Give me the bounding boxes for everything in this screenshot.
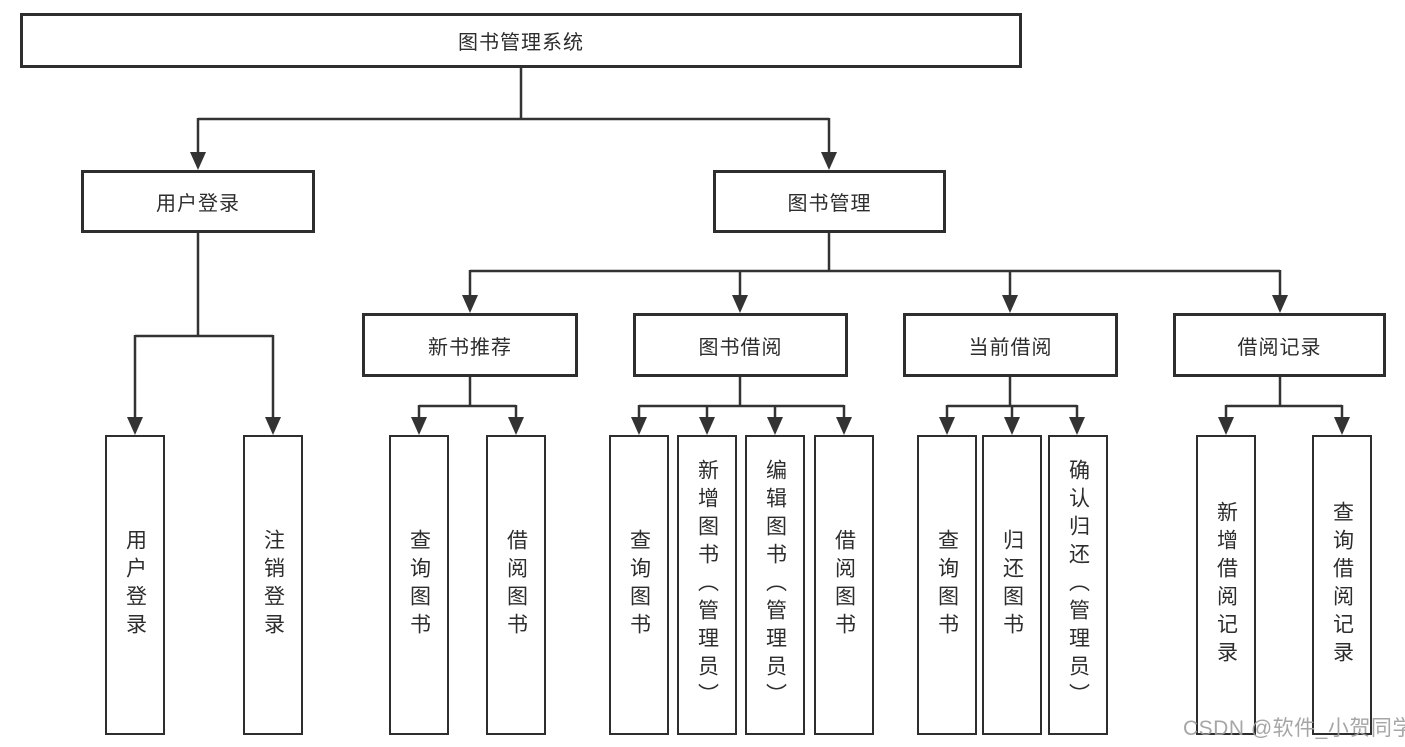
node-user-login-label: 用户登录 — [156, 193, 240, 215]
leaf-edit-books-admin: 编辑图书（管理员） — [745, 435, 805, 735]
node-new-book-recommendation: 新书推荐 — [362, 313, 578, 377]
node-current-borrowing-label: 当前借阅 — [968, 336, 1053, 359]
leaf-confirm-return-admin-label: 确认归还（管理员） — [1066, 459, 1090, 711]
root-node-book-management-system: 图书管理系统 — [20, 13, 1022, 68]
leaf-add-borrow-record-label: 新增借阅记录 — [1214, 501, 1238, 669]
leaf-query-books-recommend-label: 查询图书 — [407, 529, 431, 641]
leaf-logout-label: 注销登录 — [261, 529, 285, 641]
leaf-query-books-current: 查询图书 — [917, 435, 977, 735]
node-book-management: 图书管理 — [713, 170, 946, 233]
node-book-borrowing-label: 图书借阅 — [698, 336, 783, 359]
node-book-borrowing: 图书借阅 — [633, 313, 848, 377]
csdn-watermark: CSDN @软件_小贺同学 — [1183, 717, 1405, 740]
leaf-query-books-recommend: 查询图书 — [389, 435, 449, 735]
node-borrowing-records: 借阅记录 — [1173, 313, 1386, 377]
leaf-query-books-current-label: 查询图书 — [935, 529, 959, 641]
node-user-login: 用户登录 — [81, 170, 315, 233]
leaf-edit-books-admin-label: 编辑图书（管理员） — [763, 459, 787, 711]
leaf-add-borrow-record: 新增借阅记录 — [1196, 435, 1256, 735]
leaf-borrow-books-label: 借阅图书 — [832, 529, 856, 641]
leaf-user-login: 用户登录 — [105, 435, 165, 735]
leaf-add-books-admin-label: 新增图书（管理员） — [695, 459, 719, 711]
node-book-management-label: 图书管理 — [787, 193, 872, 215]
leaf-confirm-return-admin: 确认归还（管理员） — [1048, 435, 1108, 735]
leaf-query-borrow-record-label: 查询借阅记录 — [1330, 501, 1354, 669]
leaf-logout: 注销登录 — [243, 435, 303, 735]
node-new-book-recommendation-label: 新书推荐 — [428, 336, 512, 359]
node-current-borrowing: 当前借阅 — [903, 313, 1118, 377]
node-borrowing-records-label: 借阅记录 — [1237, 336, 1322, 359]
leaf-query-books-borrowing-label: 查询图书 — [627, 529, 651, 641]
leaf-query-borrow-record: 查询借阅记录 — [1312, 435, 1372, 735]
leaf-query-books-borrowing: 查询图书 — [609, 435, 669, 735]
leaf-borrow-books-recommend-label: 借阅图书 — [504, 529, 528, 641]
leaf-return-books: 归还图书 — [982, 435, 1042, 735]
root-node-label: 图书管理系统 — [458, 32, 584, 54]
leaf-borrow-books: 借阅图书 — [814, 435, 874, 735]
leaf-add-books-admin: 新增图书（管理员） — [677, 435, 737, 735]
arrowheads — [127, 152, 1350, 435]
leaf-user-login-label: 用户登录 — [123, 529, 147, 641]
leaf-borrow-books-recommend: 借阅图书 — [486, 435, 546, 735]
leaf-return-books-label: 归还图书 — [1000, 529, 1024, 641]
